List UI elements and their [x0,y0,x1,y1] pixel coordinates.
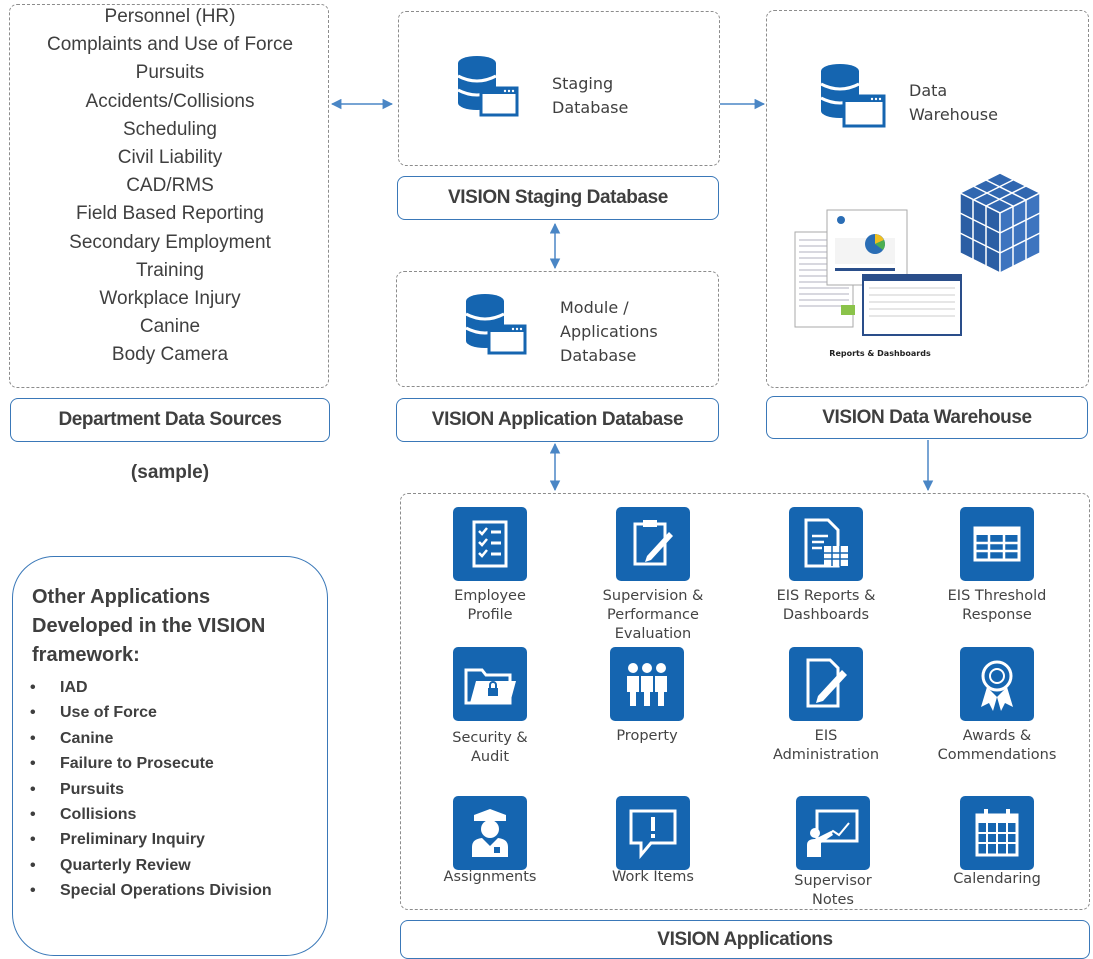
presentation-board-icon [796,796,870,870]
other-application-item: Canine [30,726,272,751]
source-item: Secondary Employment [69,231,271,253]
appdb-panel [396,271,719,387]
other-applications-list: IADUse of ForceCanineFailure to Prosecut… [30,675,272,904]
warehouse-panel [766,10,1089,388]
staging-label: VISION Staging Database [397,176,719,220]
other-application-item: Preliminary Inquiry [30,827,272,852]
other-application-item: Failure to Prosecute [30,751,272,776]
source-item: Canine [139,316,201,338]
clipboard-pen-icon [616,507,690,581]
appdb-caption: Module / Applications Database [560,298,658,365]
source-item: Complaints and Use of Force [46,34,294,56]
grid-table-icon [960,507,1034,581]
other-application-item: Pursuits [30,777,272,802]
other-applications-title: Other Applications Developed in the VISI… [32,586,266,666]
other-application-item: Collisions [30,802,272,827]
appdb-label: VISION Application Database [396,398,719,442]
other-application-item: Use of Force [30,700,272,725]
olap-cube-icon [958,172,1042,275]
source-item: Civil Liability [117,146,223,168]
application-label: Property [616,728,678,744]
sources-list: Personnel (HR) Complaints and Use of Forc… [11,3,329,369]
people-group-icon [610,647,684,721]
database-icon [820,64,886,128]
other-applications-panel [12,556,328,956]
document-pen-icon [789,647,863,721]
sample-note: (sample) [130,462,210,483]
other-application-item: Quarterly Review [30,853,272,878]
reports-dashboards-image [794,209,962,336]
award-ribbon-icon [960,647,1034,721]
source-item: CAD/RMS [126,175,214,197]
other-application-item: IAD [30,675,272,700]
source-item: Workplace Injury [99,287,241,309]
application-tile[interactable]: Awards &Commendations [912,647,1082,765]
database-icon [457,56,519,117]
source-item: Training [136,259,204,281]
staging-caption: Staging Database [552,74,629,117]
application-tile[interactable]: Supervision &Performance Evaluation [568,507,738,644]
application-label: EIS Reports &Dashboards [776,588,876,623]
checklist-icon [453,507,527,581]
database-icon [465,294,527,355]
source-item: Pursuits [135,62,205,84]
application-label: Security &Audit [452,730,528,765]
warehouse-caption: Data Warehouse [909,81,998,124]
application-tile[interactable]: Work Items [568,796,738,887]
staging-panel [398,11,720,166]
officer-icon [453,796,527,870]
application-label: Supervision &Performance Evaluation [602,588,704,642]
source-item: Field Based Reporting [76,203,264,225]
application-tile[interactable]: Assignments [405,796,575,887]
application-tile[interactable]: Calendaring [912,796,1082,889]
application-label: Calendaring [953,871,1041,887]
application-tile[interactable]: EIS Reports &Dashboards [741,507,911,625]
source-item: Body Camera [111,344,229,366]
calendar-icon [960,796,1034,870]
alert-message-icon [616,796,690,870]
source-item: Scheduling [122,118,218,140]
other-application-item: Special Operations Division [30,878,272,903]
applications-panel [400,493,1090,910]
application-label: Awards &Commendations [937,728,1057,763]
warehouse-label: VISION Data Warehouse [766,396,1088,439]
sources-label: Department Data Sources [10,398,330,442]
source-item: Personnel (HR) [104,6,236,27]
locked-folder-icon [453,647,527,721]
application-label: Work Items [612,869,694,885]
sources-panel [9,4,329,388]
application-tile[interactable]: Security &Audit [405,647,575,767]
application-tile[interactable]: Property [562,647,732,746]
reports-dashboards-label: Reports & Dashboards [829,349,931,358]
report-table-icon [789,507,863,581]
source-item: Accidents/Collisions [85,90,255,112]
application-label: Assignments [443,869,537,885]
applications-label: VISION Applications [400,920,1090,959]
